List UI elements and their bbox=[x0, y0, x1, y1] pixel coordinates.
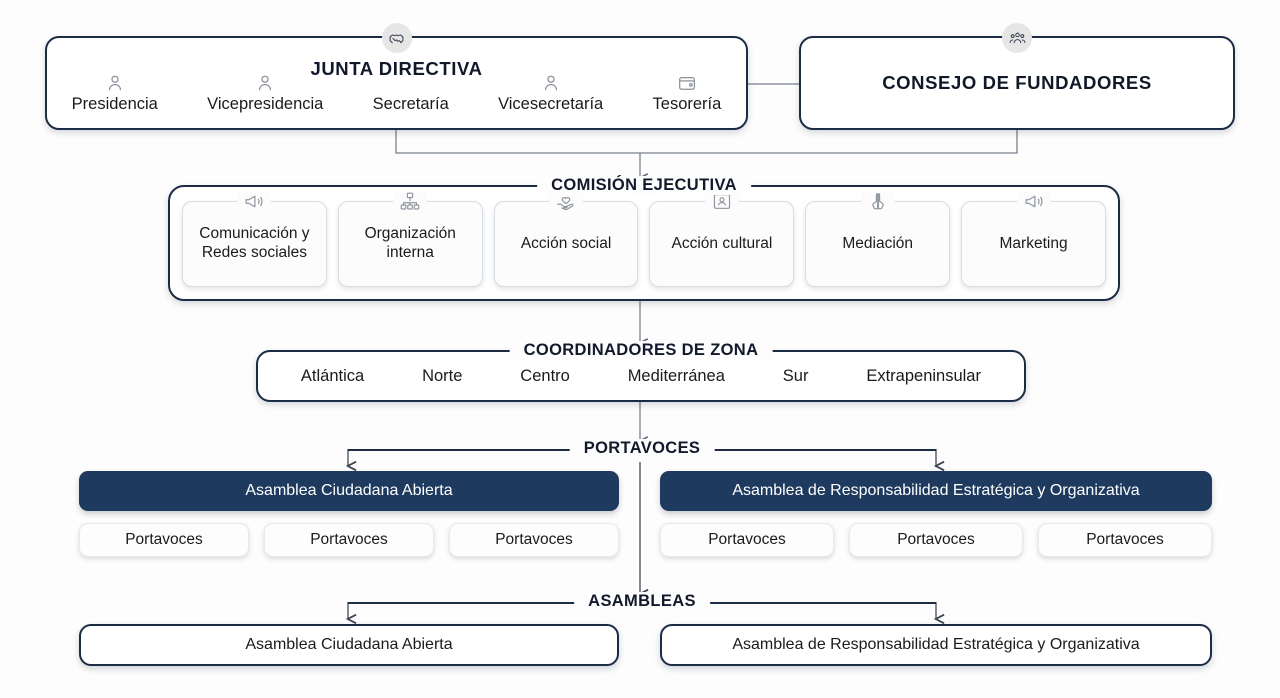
portavoces-chip-label: Portavoces bbox=[495, 531, 573, 548]
zone-centro[interactable]: Centro bbox=[520, 366, 570, 385]
junta-member-label: Tesorería bbox=[652, 95, 722, 113]
junta-member-label: Vicesecretaría bbox=[498, 95, 604, 113]
asamblea-box-2[interactable]: Asamblea de Responsabilidad Estratégica … bbox=[660, 624, 1212, 666]
portavoces-chip[interactable]: Portavoces bbox=[660, 523, 834, 557]
megaphone-icon bbox=[1017, 191, 1051, 212]
zone-extrapeninsular[interactable]: Extrapeninsular bbox=[866, 366, 981, 385]
junta-directiva-title: JUNTA DIRECTIVA bbox=[310, 58, 483, 79]
junta-member-tesoreria[interactable]: Tesorería bbox=[652, 70, 722, 114]
comision-card-comunicacion[interactable]: Comunicación y Redes sociales bbox=[182, 191, 327, 287]
comision-card-label: Organización interna bbox=[364, 225, 456, 261]
comision-card-label: Marketing bbox=[999, 234, 1068, 252]
handshake-icon bbox=[381, 23, 412, 53]
org-chart-icon bbox=[393, 191, 427, 212]
junta-member-label: Vicepresidencia bbox=[207, 95, 324, 113]
junta-directiva-box: JUNTA DIRECTIVA Presidencia Vicepresiden… bbox=[45, 23, 748, 130]
asambleas-rail: ASAMBLEAS bbox=[348, 592, 936, 611]
consejo-title: CONSEJO DE FUNDADORES bbox=[882, 72, 1152, 93]
comision-card-marketing[interactable]: Marketing bbox=[961, 191, 1106, 287]
comision-card-accion-cultural[interactable]: Acción cultural bbox=[649, 191, 795, 287]
consejo-de-fundadores-box: CONSEJO DE FUNDADORES bbox=[799, 23, 1235, 130]
hand-heart-icon bbox=[549, 191, 583, 212]
zones-row: Atlántica Norte Centro Mediterránea Sur … bbox=[258, 352, 1024, 400]
junta-member-vicepresidencia[interactable]: Vicepresidencia bbox=[207, 70, 323, 114]
praying-hands-icon bbox=[861, 191, 895, 212]
people-group-icon bbox=[1002, 23, 1032, 53]
portavoces-chip-label: Portavoces bbox=[708, 531, 786, 548]
wallet-icon bbox=[677, 70, 697, 94]
zone-norte[interactable]: Norte bbox=[422, 366, 463, 385]
comision-card-accion-social[interactable]: Acción social bbox=[493, 191, 639, 287]
comision-card-label: Acción social bbox=[520, 234, 612, 252]
portavoces-chip-label: Portavoces bbox=[897, 531, 975, 548]
zone-mediterranea[interactable]: Mediterránea bbox=[627, 366, 725, 385]
zone-sur[interactable]: Sur bbox=[782, 366, 809, 385]
coordinadores-de-zona-box: COORDINADORES DE ZONA Atlántica Norte Ce… bbox=[256, 341, 1026, 402]
asamblea-box-1[interactable]: Asamblea Ciudadana Abierta bbox=[79, 624, 619, 666]
portavoces-chip-label: Portavoces bbox=[310, 531, 388, 548]
junta-members-row: Presidencia Vicepresidencia Secretaría bbox=[47, 70, 746, 114]
person-icon bbox=[255, 70, 275, 94]
megaphone-icon bbox=[237, 191, 271, 212]
portavoces-assembly-label: Asamblea de Responsabilidad Estratégica … bbox=[732, 482, 1140, 499]
junta-member-vicesecretaria[interactable]: Vicesecretaría bbox=[498, 70, 603, 114]
zone-atlantica[interactable]: Atlántica bbox=[300, 366, 365, 385]
comision-ejecutiva-box: COMISIÓN EJECUTIVA Comunicación y Redes … bbox=[168, 176, 1120, 301]
portavoces-chip[interactable]: Portavoces bbox=[1038, 523, 1212, 557]
coordinadores-title: COORDINADORES DE ZONA bbox=[509, 341, 773, 360]
comision-ejecutiva-title: COMISIÓN EJECUTIVA bbox=[537, 176, 751, 195]
junta-member-label: Presidencia bbox=[71, 95, 158, 113]
portavoces-chip[interactable]: Portavoces bbox=[79, 523, 249, 557]
comision-card-label: Comunicación y Redes sociales bbox=[199, 225, 310, 261]
comision-card-organizacion[interactable]: Organización interna bbox=[337, 191, 483, 287]
portavoces-chip[interactable]: Portavoces bbox=[449, 523, 619, 557]
portavoces-chip[interactable]: Portavoces bbox=[849, 523, 1023, 557]
person-icon bbox=[105, 70, 125, 94]
asamblea-label: Asamblea de Responsabilidad Estratégica … bbox=[732, 636, 1140, 653]
asamblea-label: Asamblea Ciudadana Abierta bbox=[245, 636, 453, 653]
comision-card-mediacion[interactable]: Mediación bbox=[805, 191, 951, 287]
portavoces-rail: PORTAVOCES bbox=[348, 439, 936, 458]
comision-card-label: Mediación bbox=[842, 234, 914, 252]
portavoces-chip-label: Portavoces bbox=[125, 531, 203, 548]
portavoces-assembly-bar-2[interactable]: Asamblea de Responsabilidad Estratégica … bbox=[660, 471, 1212, 511]
portavoces-assembly-label: Asamblea Ciudadana Abierta bbox=[245, 482, 453, 499]
portavoces-chip-label: Portavoces bbox=[1086, 531, 1164, 548]
portavoces-assembly-bar-1[interactable]: Asamblea Ciudadana Abierta bbox=[79, 471, 619, 511]
comision-card-label: Acción cultural bbox=[671, 234, 773, 252]
junta-member-secretaria[interactable]: Secretaría bbox=[373, 70, 449, 114]
asambleas-title: ASAMBLEAS bbox=[574, 592, 710, 611]
portavoces-title: PORTAVOCES bbox=[569, 439, 715, 458]
person-icon bbox=[541, 70, 561, 94]
junta-member-label: Secretaría bbox=[372, 95, 449, 113]
junta-member-presidencia[interactable]: Presidencia bbox=[72, 70, 158, 114]
portavoces-chip[interactable]: Portavoces bbox=[264, 523, 434, 557]
comision-cards: Comunicación y Redes sociales Organizaci… bbox=[182, 191, 1106, 287]
